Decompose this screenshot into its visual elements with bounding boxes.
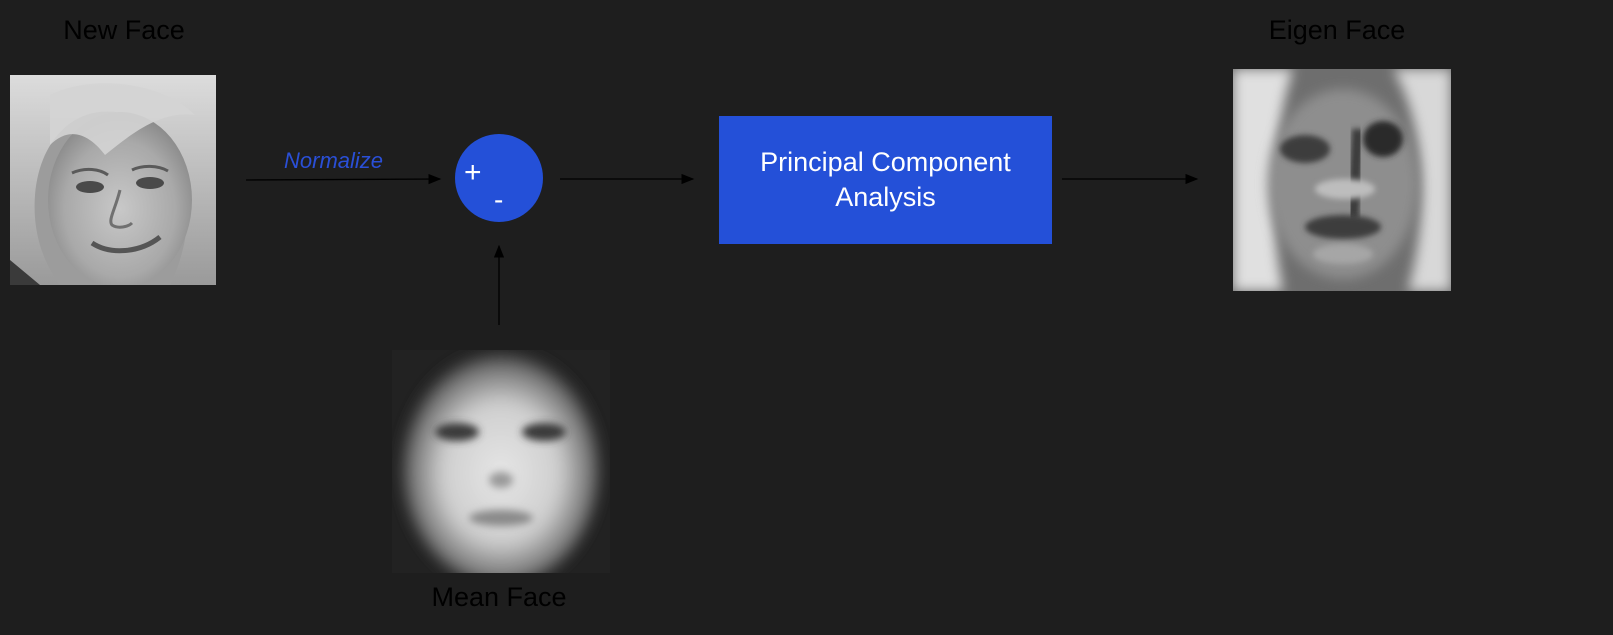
difference-node: + - <box>455 134 543 222</box>
pca-box: Principal Component Analysis <box>719 116 1052 244</box>
plus-sign: + <box>464 156 482 189</box>
new-face-title: New Face <box>63 15 185 45</box>
normalize-label: Normalize <box>284 148 384 173</box>
mean-face-image <box>392 350 610 573</box>
mean-face-title: Mean Face <box>431 582 567 612</box>
new-face-image <box>10 75 216 285</box>
minus-sign: - <box>494 184 504 215</box>
pca-box-label: Principal Component Analysis <box>760 147 1011 212</box>
arrow-new-face-to-sum <box>245 173 442 185</box>
eigen-face-image <box>1233 69 1451 291</box>
eigen-face-title: Eigen Face <box>1268 15 1406 45</box>
